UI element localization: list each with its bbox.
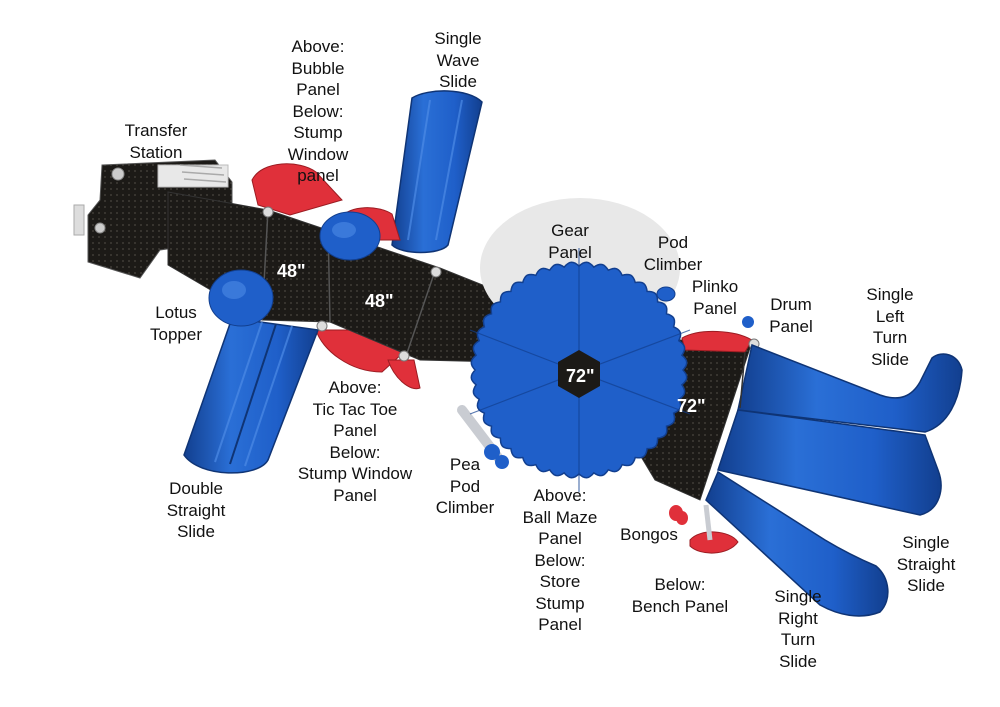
deck-2-size: 48" [365,291,394,311]
label-drum-panel: Drum Panel [769,295,813,336]
gear-deck-size: 72" [566,366,595,386]
right-deck-size: 72" [677,396,706,416]
bubble-dome [319,211,381,261]
lotus-topper [208,269,274,327]
transfer-station [73,159,233,279]
label-lotus-topper: Lotus Topper [150,303,202,344]
pod-climber [656,286,676,302]
label-single-wave-slide: Single Wave Slide [434,29,482,91]
label-bongos: Bongos [620,525,678,544]
label-tic-tac-toe-panel: Above: Tic Tac Toe Panel Below: Stump Wi… [297,378,413,505]
single-straight-slide [717,409,942,516]
single-wave-slide [391,90,483,254]
label-double-straight-slide: Double Straight Slide [166,479,226,541]
label-bubble-panel: Above: Bubble Panel Below: Stump Window … [287,37,349,185]
bongos [669,505,688,525]
deck-1-size: 48" [277,261,306,281]
pea-pod-climber [457,405,509,469]
label-transfer-station: Transfer Station [124,121,188,162]
label-single-right-turn-slide: Single Right Turn Slide [774,587,822,671]
label-pea-pod-climber: Pea Pod Climber [435,455,495,517]
label-bench-panel: Below: Bench Panel [631,575,729,616]
label-single-straight-slide: Single Straight Slide [896,533,956,595]
label-single-left-turn-slide: Single Left Turn Slide [866,285,914,369]
label-gear-panel: Gear Panel [548,221,592,262]
label-plinko-panel: Plinko Panel [691,277,739,318]
label-ball-maze-panel: Above: Ball Maze Panel Below: Store Stum… [522,486,598,634]
double-straight-slide [183,317,320,474]
single-right-turn-slide [705,470,889,617]
bench-panel [689,504,739,554]
label-pod-climber: Pod Climber [643,233,703,274]
slide-divider [739,351,746,409]
gear-panel [469,248,691,492]
single-left-turn-slide [737,343,963,433]
